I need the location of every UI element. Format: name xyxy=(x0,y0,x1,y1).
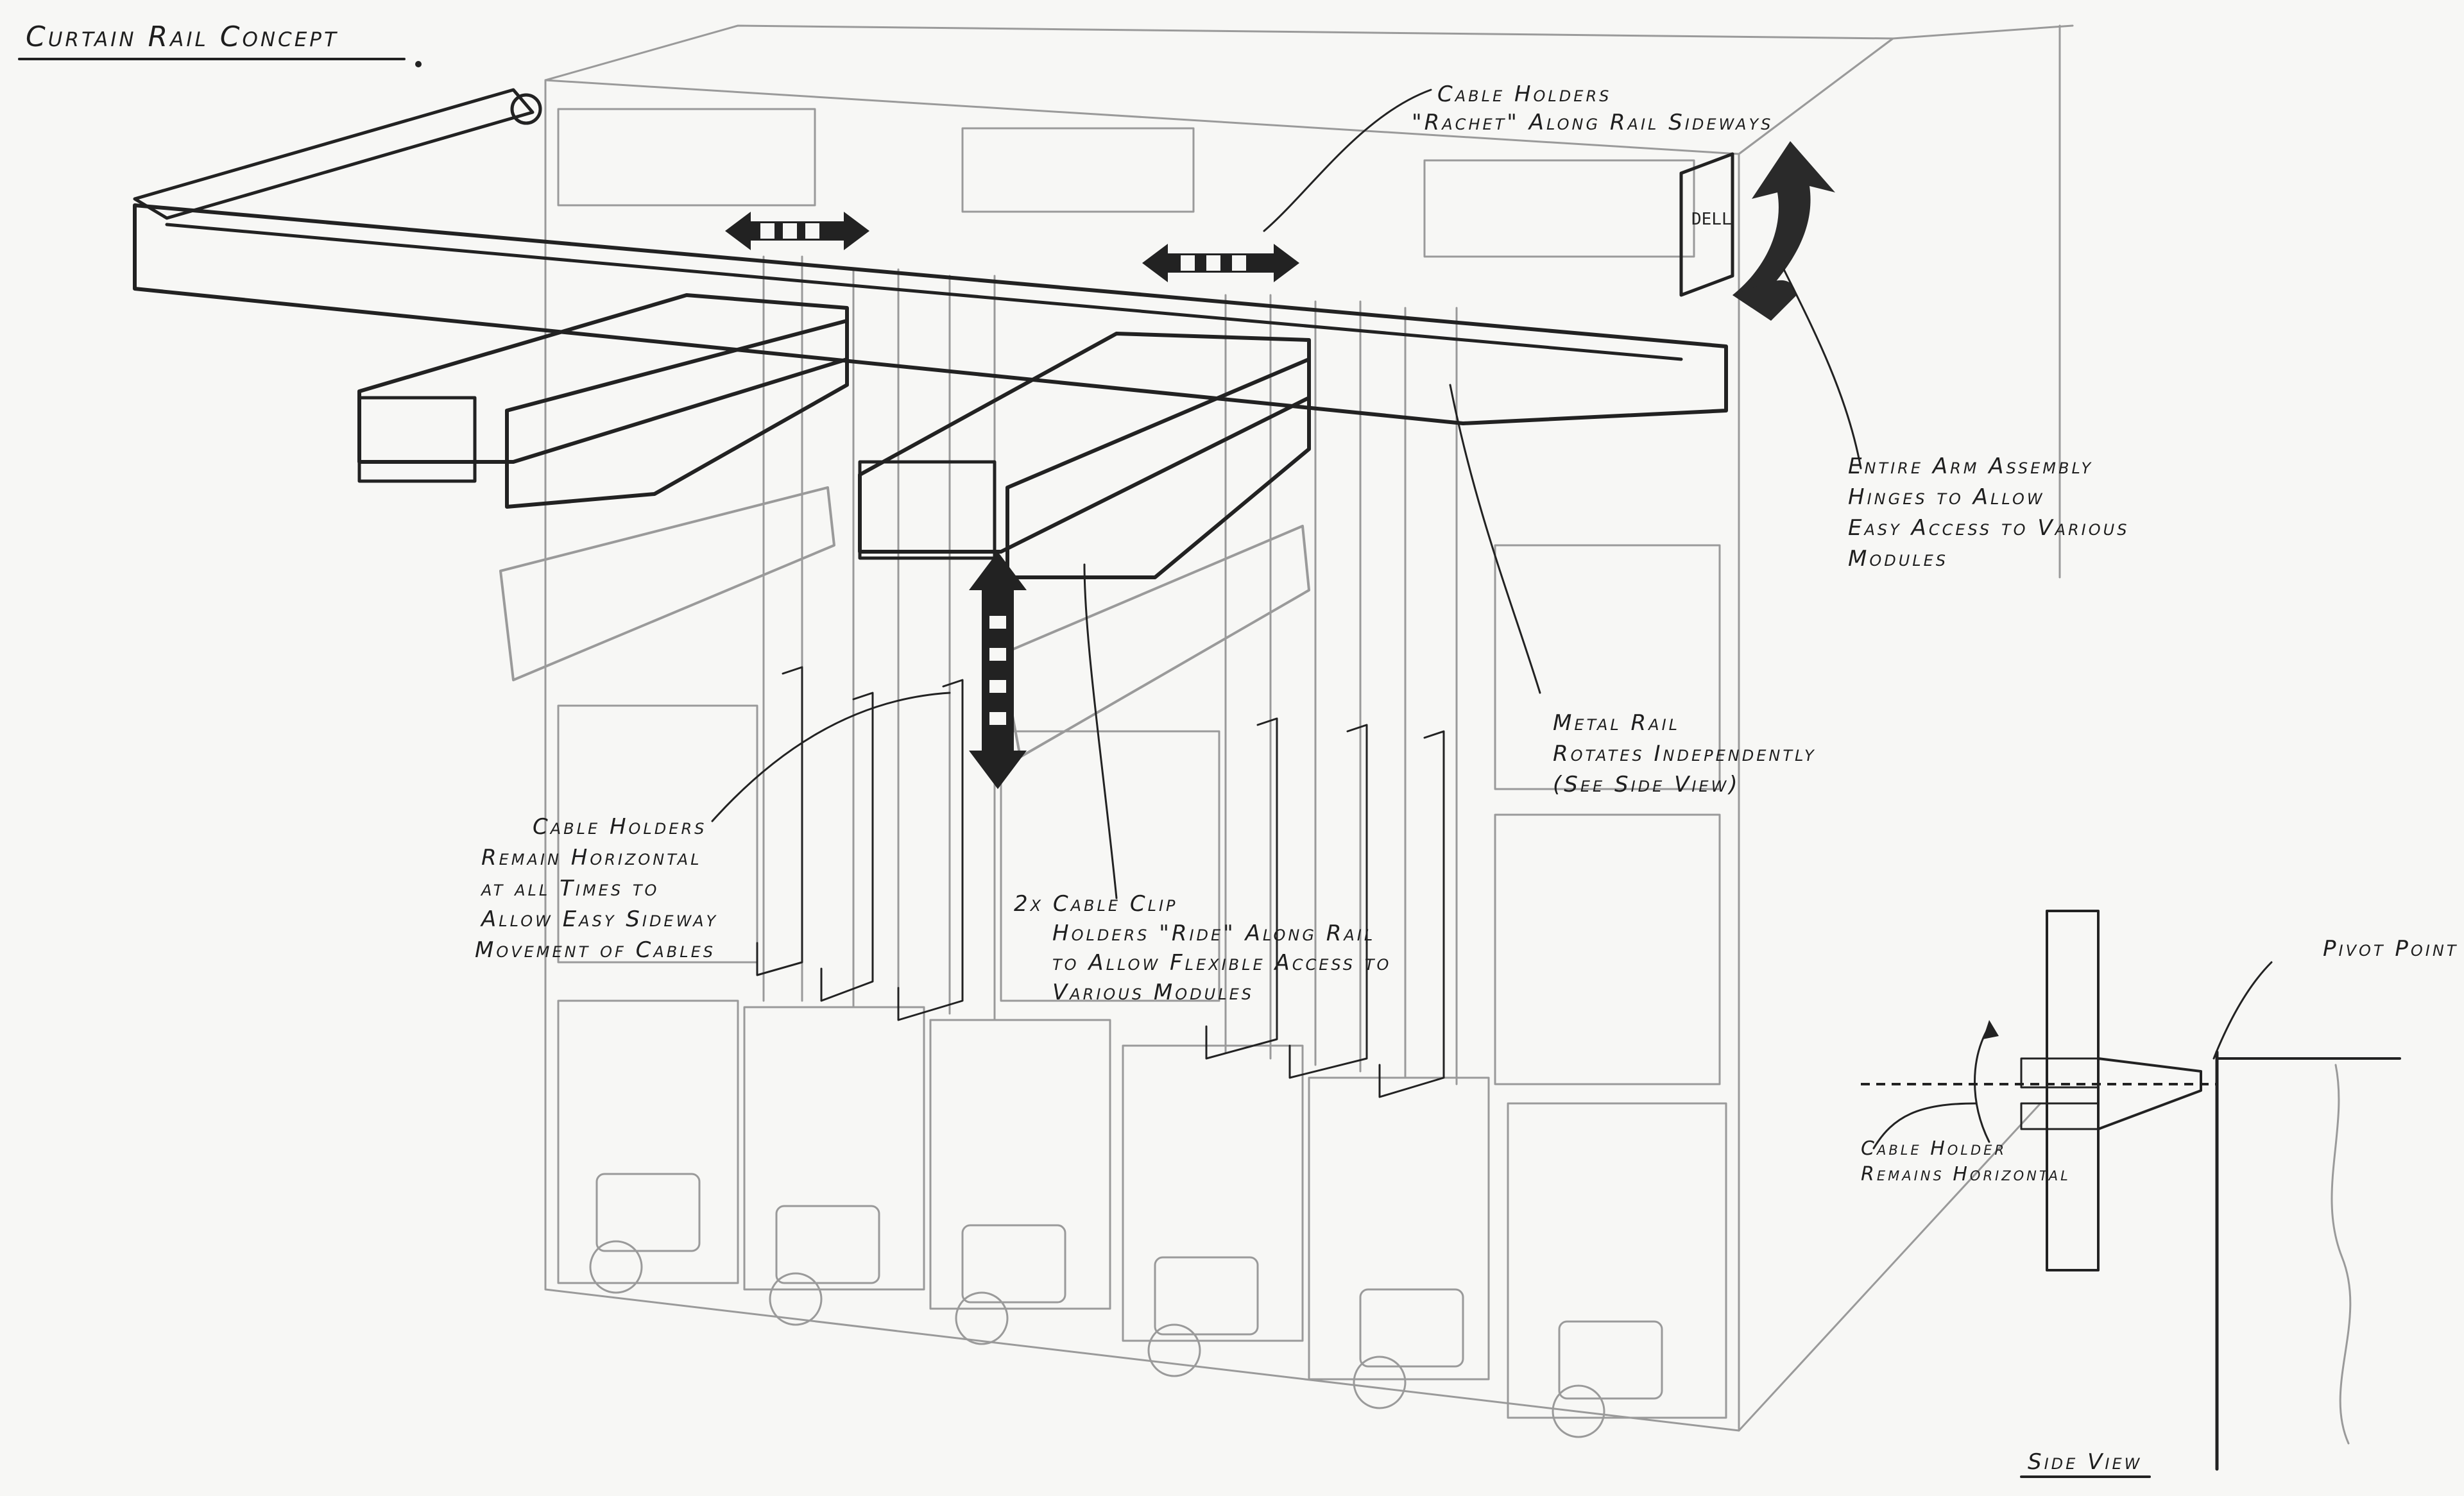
double-arrow-vertical-icon xyxy=(969,552,1027,789)
annotation-line: (See Side View) xyxy=(1553,772,1740,797)
badge-text: DELL xyxy=(1691,210,1732,229)
main-rail xyxy=(133,203,1728,425)
side-view-detail: Pivot Point Cable Holder Remains Horizon… xyxy=(1861,910,2458,1478)
curved-rotate-arrow-icon xyxy=(1733,141,1835,321)
server-chassis xyxy=(544,24,2074,1438)
pivot-point-label: Pivot Point xyxy=(2323,936,2458,962)
title-block: Curtain Rail Concept xyxy=(18,21,422,67)
annotation-metal-rail: Metal Rail Rotates Independently (See Si… xyxy=(1553,710,1817,797)
page-title: Curtain Rail Concept xyxy=(26,21,339,53)
slot-rails xyxy=(762,255,1458,1085)
side-view-arm xyxy=(2097,1057,2202,1130)
bay-connectors xyxy=(589,1173,1663,1438)
slot-handles xyxy=(756,666,1445,1098)
rail-arm-assembly: DELL xyxy=(133,88,1734,758)
annotation-cable-holders-horizontal: Cable Holders Remain Horizontal at all T… xyxy=(475,814,718,963)
annotation-line: "Rachet" Along Rail Sideways xyxy=(1412,110,1773,135)
annotation-line: Holders "Ride" Along Rail xyxy=(1052,921,1375,946)
double-arrow-horizontal-icon xyxy=(725,212,869,250)
panel-1 xyxy=(557,704,758,964)
annotation-clip-holders-ride: 2x Cable Clip Holders "Ride" Along Rail … xyxy=(1014,891,1391,1005)
cable-holder-left xyxy=(357,293,849,509)
annotation-line: Cable Holders xyxy=(533,814,706,840)
side-view-title: Side View xyxy=(2028,1449,2142,1475)
title-dot xyxy=(415,61,422,67)
annotation-line: Remain Horizontal xyxy=(481,845,702,871)
side-view-holder xyxy=(2020,1102,2100,1130)
annotation-line: Various Modules xyxy=(1052,980,1254,1005)
annotation-line: to Allow Flexible Access to xyxy=(1052,950,1391,976)
swing-arm xyxy=(133,88,535,220)
top-module-2 xyxy=(961,127,1195,213)
chassis-bottom-edge xyxy=(1738,1102,2042,1432)
top-module-1 xyxy=(557,108,816,207)
side-view-holder-label: Remains Horizontal xyxy=(1861,1163,2071,1186)
connector xyxy=(1558,1320,1663,1400)
panel-3 xyxy=(1494,813,1721,1085)
double-arrow-horizontal-icon xyxy=(1142,244,1299,282)
connector xyxy=(595,1173,701,1252)
panel-2 xyxy=(1000,730,1220,1002)
annotation-line: Movement of Cables xyxy=(475,937,715,963)
side-view-holder-label: Cable Holder xyxy=(1861,1137,2006,1160)
ghost-holder xyxy=(499,486,835,681)
annotation-cable-holders-rachet: Cable Holders "Rachet" Along Rail Sidewa… xyxy=(1412,81,1773,135)
annotation-line: Entire Arm Assembly xyxy=(1848,454,2093,479)
leader-lines xyxy=(711,89,2273,1150)
rail-groove xyxy=(165,223,1683,361)
drive-bay xyxy=(929,1019,1111,1310)
side-view-post xyxy=(2046,910,2100,1271)
drive-bay xyxy=(1122,1044,1304,1342)
drive-bay xyxy=(743,1006,925,1291)
annotation-line: Rotates Independently xyxy=(1553,741,1817,767)
drive-bay xyxy=(1507,1102,1727,1419)
rail-end-cap xyxy=(1679,152,1734,297)
annotation-line: Metal Rail xyxy=(1553,710,1680,736)
drive-bay xyxy=(557,999,739,1284)
chassis-top-right xyxy=(1738,24,2074,155)
connector xyxy=(961,1224,1066,1304)
connector xyxy=(1359,1288,1464,1368)
annotation-arm-assembly: Entire Arm Assembly Hinges to Allow Easy… xyxy=(1848,454,2129,572)
drive-bay xyxy=(1308,1076,1490,1381)
connector xyxy=(1154,1256,1259,1336)
annotation-line: Easy Access to Various xyxy=(1848,515,2129,541)
cable-holder-right xyxy=(858,332,1311,579)
annotation-line: 2x Cable Clip xyxy=(1014,891,1178,917)
annotation-line: Hinges to Allow xyxy=(1848,484,2045,510)
annotation-line: Allow Easy Sideway xyxy=(480,906,718,932)
drive-bays xyxy=(557,999,1727,1419)
panel-4 xyxy=(1494,544,1721,790)
annotation-line: Cable Holders xyxy=(1437,81,1611,107)
connector xyxy=(775,1205,880,1284)
top-module-3 xyxy=(1423,159,1695,258)
annotation-line: at all Times to xyxy=(480,876,659,901)
annotation-line: Modules xyxy=(1848,546,1948,572)
hinge-pin xyxy=(510,93,542,125)
